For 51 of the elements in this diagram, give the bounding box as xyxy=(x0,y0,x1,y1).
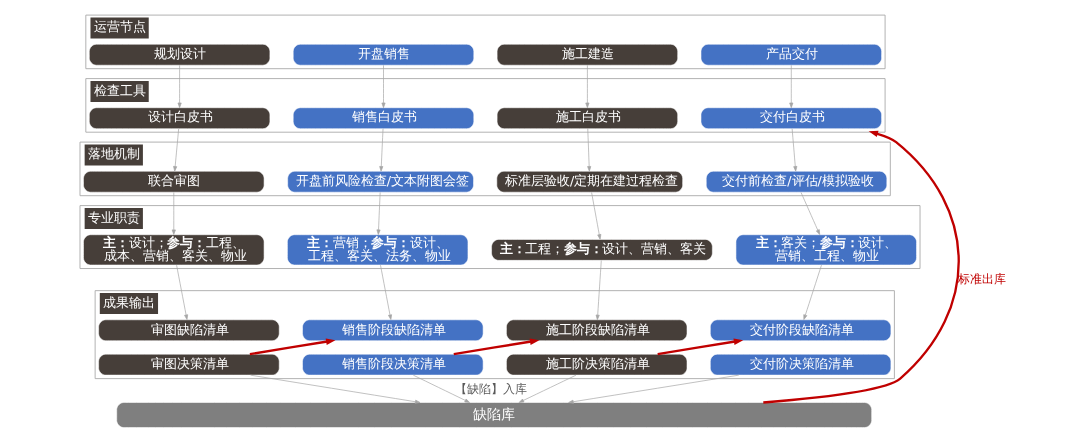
arrow xyxy=(172,128,179,172)
node-box: 施工建造 xyxy=(496,43,678,66)
node-box: 缺陷库 xyxy=(115,402,872,428)
node-box: 施工白皮书 xyxy=(496,107,678,129)
node-box: 交付阶段缺陷清单 xyxy=(709,319,891,342)
node-box: 开盘前风险检查/文本附图会签 xyxy=(286,170,474,193)
node-box: 设计白皮书 xyxy=(88,107,270,129)
arrow xyxy=(177,64,182,108)
arrow xyxy=(171,192,176,235)
arrow xyxy=(762,130,960,404)
node-box: 开盘销售 xyxy=(292,43,474,66)
node-box: 销售阶段缺陷清单 xyxy=(301,319,483,342)
node-box: 施工阶段缺陷清单 xyxy=(505,319,687,342)
arrow xyxy=(249,374,420,404)
arrow xyxy=(788,64,793,108)
node-box: 交付阶决策陷清单 xyxy=(709,353,891,376)
node-box: 产品交付 xyxy=(700,43,882,66)
arrow xyxy=(584,64,589,108)
arrow xyxy=(791,128,797,172)
arrow xyxy=(175,264,188,320)
node-box: 交付前检查/评估/模拟验收 xyxy=(705,170,887,193)
node-box: 规划设计 xyxy=(88,43,270,66)
node-box: 审图缺陷清单 xyxy=(97,319,279,342)
edge-label: 标准出库 xyxy=(957,271,1006,286)
node-box: 联合审图 xyxy=(82,170,264,193)
node-box: 审图决策清单 xyxy=(97,353,279,376)
node-box: 主：营销；参与：设计、工程、客关、法务、物业 xyxy=(286,234,468,266)
arrow xyxy=(379,264,392,320)
arrow xyxy=(802,264,822,320)
node-box: 施工阶决策陷清单 xyxy=(505,353,687,376)
node-box: 主：客关；参与：设计、营销、工程、物业 xyxy=(735,234,917,266)
node-box: 主：设计；参与：工程、成本、营销、客关、物业 xyxy=(82,234,264,266)
node-box: 销售白皮书 xyxy=(292,107,474,129)
arrow xyxy=(595,260,602,321)
arrow xyxy=(800,192,820,235)
arrow xyxy=(381,64,385,108)
arrow xyxy=(453,338,539,356)
node-box: 标准层验收/定期在建过程检查 xyxy=(496,170,683,193)
arrow xyxy=(590,192,601,240)
node-box: 交付白皮书 xyxy=(700,107,882,129)
node-box: 销售阶段决策清单 xyxy=(301,353,483,376)
arrow xyxy=(656,338,743,356)
node-box: 主：工程；参与：设计、营销、客关 xyxy=(490,239,713,261)
arrow xyxy=(567,374,739,404)
arrow xyxy=(249,338,335,356)
arrow xyxy=(378,128,383,172)
arrow xyxy=(518,374,576,403)
arrow xyxy=(412,374,470,403)
arrow xyxy=(376,192,380,235)
arrow xyxy=(586,128,591,172)
edge-label: 【缺陷】入库 xyxy=(454,381,527,396)
